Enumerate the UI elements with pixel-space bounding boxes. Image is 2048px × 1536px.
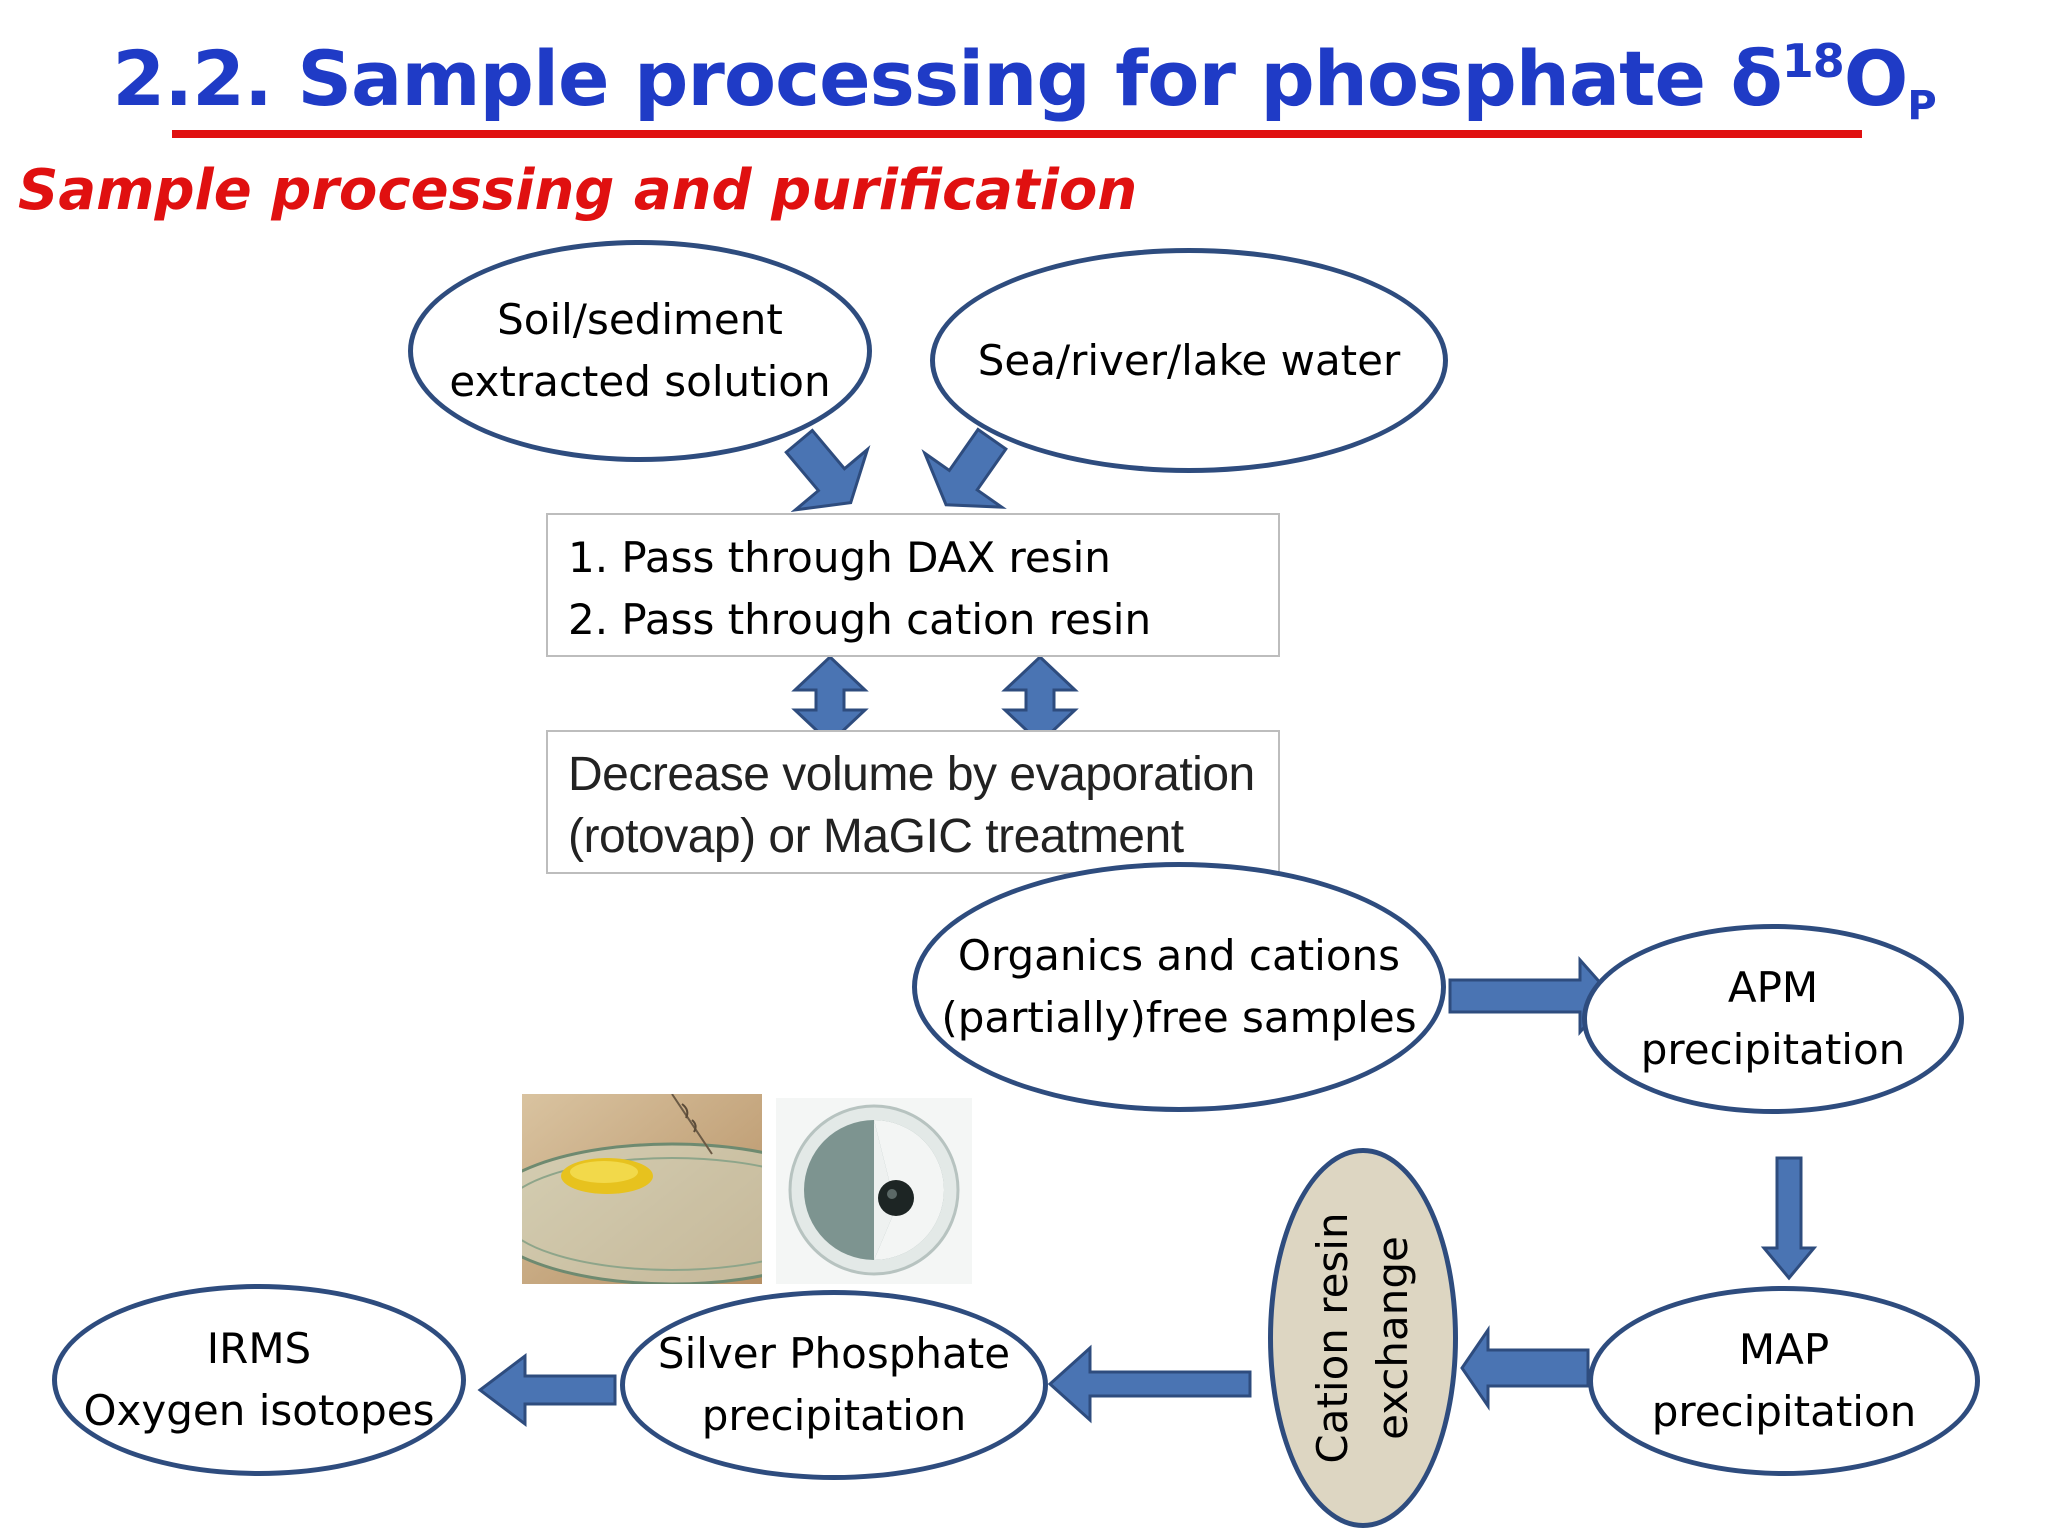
box-evaporation: Decrease volume by evaporation (rotovap)… [546,730,1280,874]
evaporation-line1: Decrease volume by evaporation [568,748,1255,801]
node-silver-phosphate: Silver Phosphate precipitation [620,1290,1048,1480]
yellow-precipitate-photo [522,1094,762,1284]
title-underline [172,130,1862,138]
node-organics-line1: Organics and cations [957,931,1401,980]
slide-subtitle: Sample processing and purification [18,158,1138,223]
node-map-line1: MAP [1738,1325,1830,1374]
evaporation-line2: (rotovap) or MaGIC treatment [568,810,1184,863]
arrow-apm-to-map [1760,1156,1818,1281]
node-organics-free-samples: Organics and cations (partially)free samp… [912,862,1446,1112]
box-resin-steps: 1. Pass through DAX resin 2. Pass throug… [546,513,1280,657]
arrow-water-to-resin [921,427,1008,509]
title-subscript: P [1907,83,1936,129]
arrow-exchange-to-silver [1047,1344,1252,1424]
resin-step-2: 2. Pass through cation resin [568,595,1152,644]
node-silver-line2: precipitation [701,1391,967,1440]
node-irms-line2: Oxygen isotopes [83,1386,435,1435]
resin-step-1: 1. Pass through DAX resin [568,533,1111,582]
node-exchange-line2: exchange [1368,1236,1417,1440]
title-main: 2.2. Sample processing for phosphate δ [112,34,1782,123]
arrow-silver-to-irms [477,1352,617,1428]
node-exchange-line1: Cation resin [1308,1212,1357,1464]
node-apm-line1: APM [1727,963,1819,1012]
silver-phosphate-filter-photo [776,1098,972,1284]
node-soil-line2: extracted solution [449,357,831,406]
title-superscript: 18 [1781,34,1845,88]
node-silver-line1: Silver Phosphate [657,1329,1011,1378]
node-map-precipitation: MAP precipitation [1588,1286,1980,1476]
node-irms-line1: IRMS [206,1324,312,1373]
node-irms: IRMS Oxygen isotopes [52,1284,466,1476]
node-organics-line2: (partially)free samples [941,993,1417,1042]
title-base: O [1843,34,1909,123]
node-soil-line1: Soil/sediment [497,295,783,344]
node-apm-precipitation: APM precipitation [1582,924,1964,1114]
node-soil-extract: Soil/sediment extracted solution [408,240,872,462]
arrow-map-to-exchange [1460,1325,1590,1411]
node-water: Sea/river/lake water [930,248,1448,473]
node-map-line2: precipitation [1651,1387,1917,1436]
slide-title: 2.2. Sample processing for phosphate δ18… [0,34,2048,129]
node-water-line1: Sea/river/lake water [977,335,1401,385]
arrow-soil-to-resin [784,428,871,513]
node-apm-line2: precipitation [1640,1025,1906,1074]
